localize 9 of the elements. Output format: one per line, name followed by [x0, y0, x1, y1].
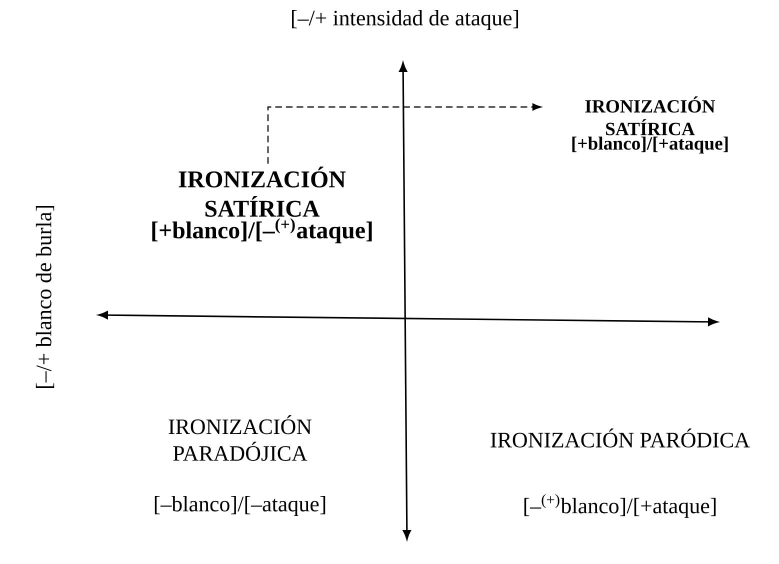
quadrant-text: IRONIZACIÓN PARÓDICA — [490, 428, 750, 448]
dashed-arrow — [267, 103, 542, 164]
quadrant-text: [–blanco]/[–ataque] — [154, 496, 326, 516]
axis-label: [–/+ blanco de burla] — [36, 206, 54, 388]
quadrant-text: [–$^{(+)}$blanco]/[+ataque] — [524, 494, 716, 518]
axis-label: [–/+ intensidad de ataque] — [292, 10, 518, 30]
quadrant-text: IRONIZACIÓN SATÍRICA [+blanco]/[–$^{(+)}$ataque] — [152, 166, 372, 244]
quadrant-text: IRONIZACIÓN SATÍRICA [+blanco]/[+ataque] — [572, 96, 728, 154]
quadrant-text: IRONIZACIÓN PARADÓJICA — [168, 415, 312, 461]
